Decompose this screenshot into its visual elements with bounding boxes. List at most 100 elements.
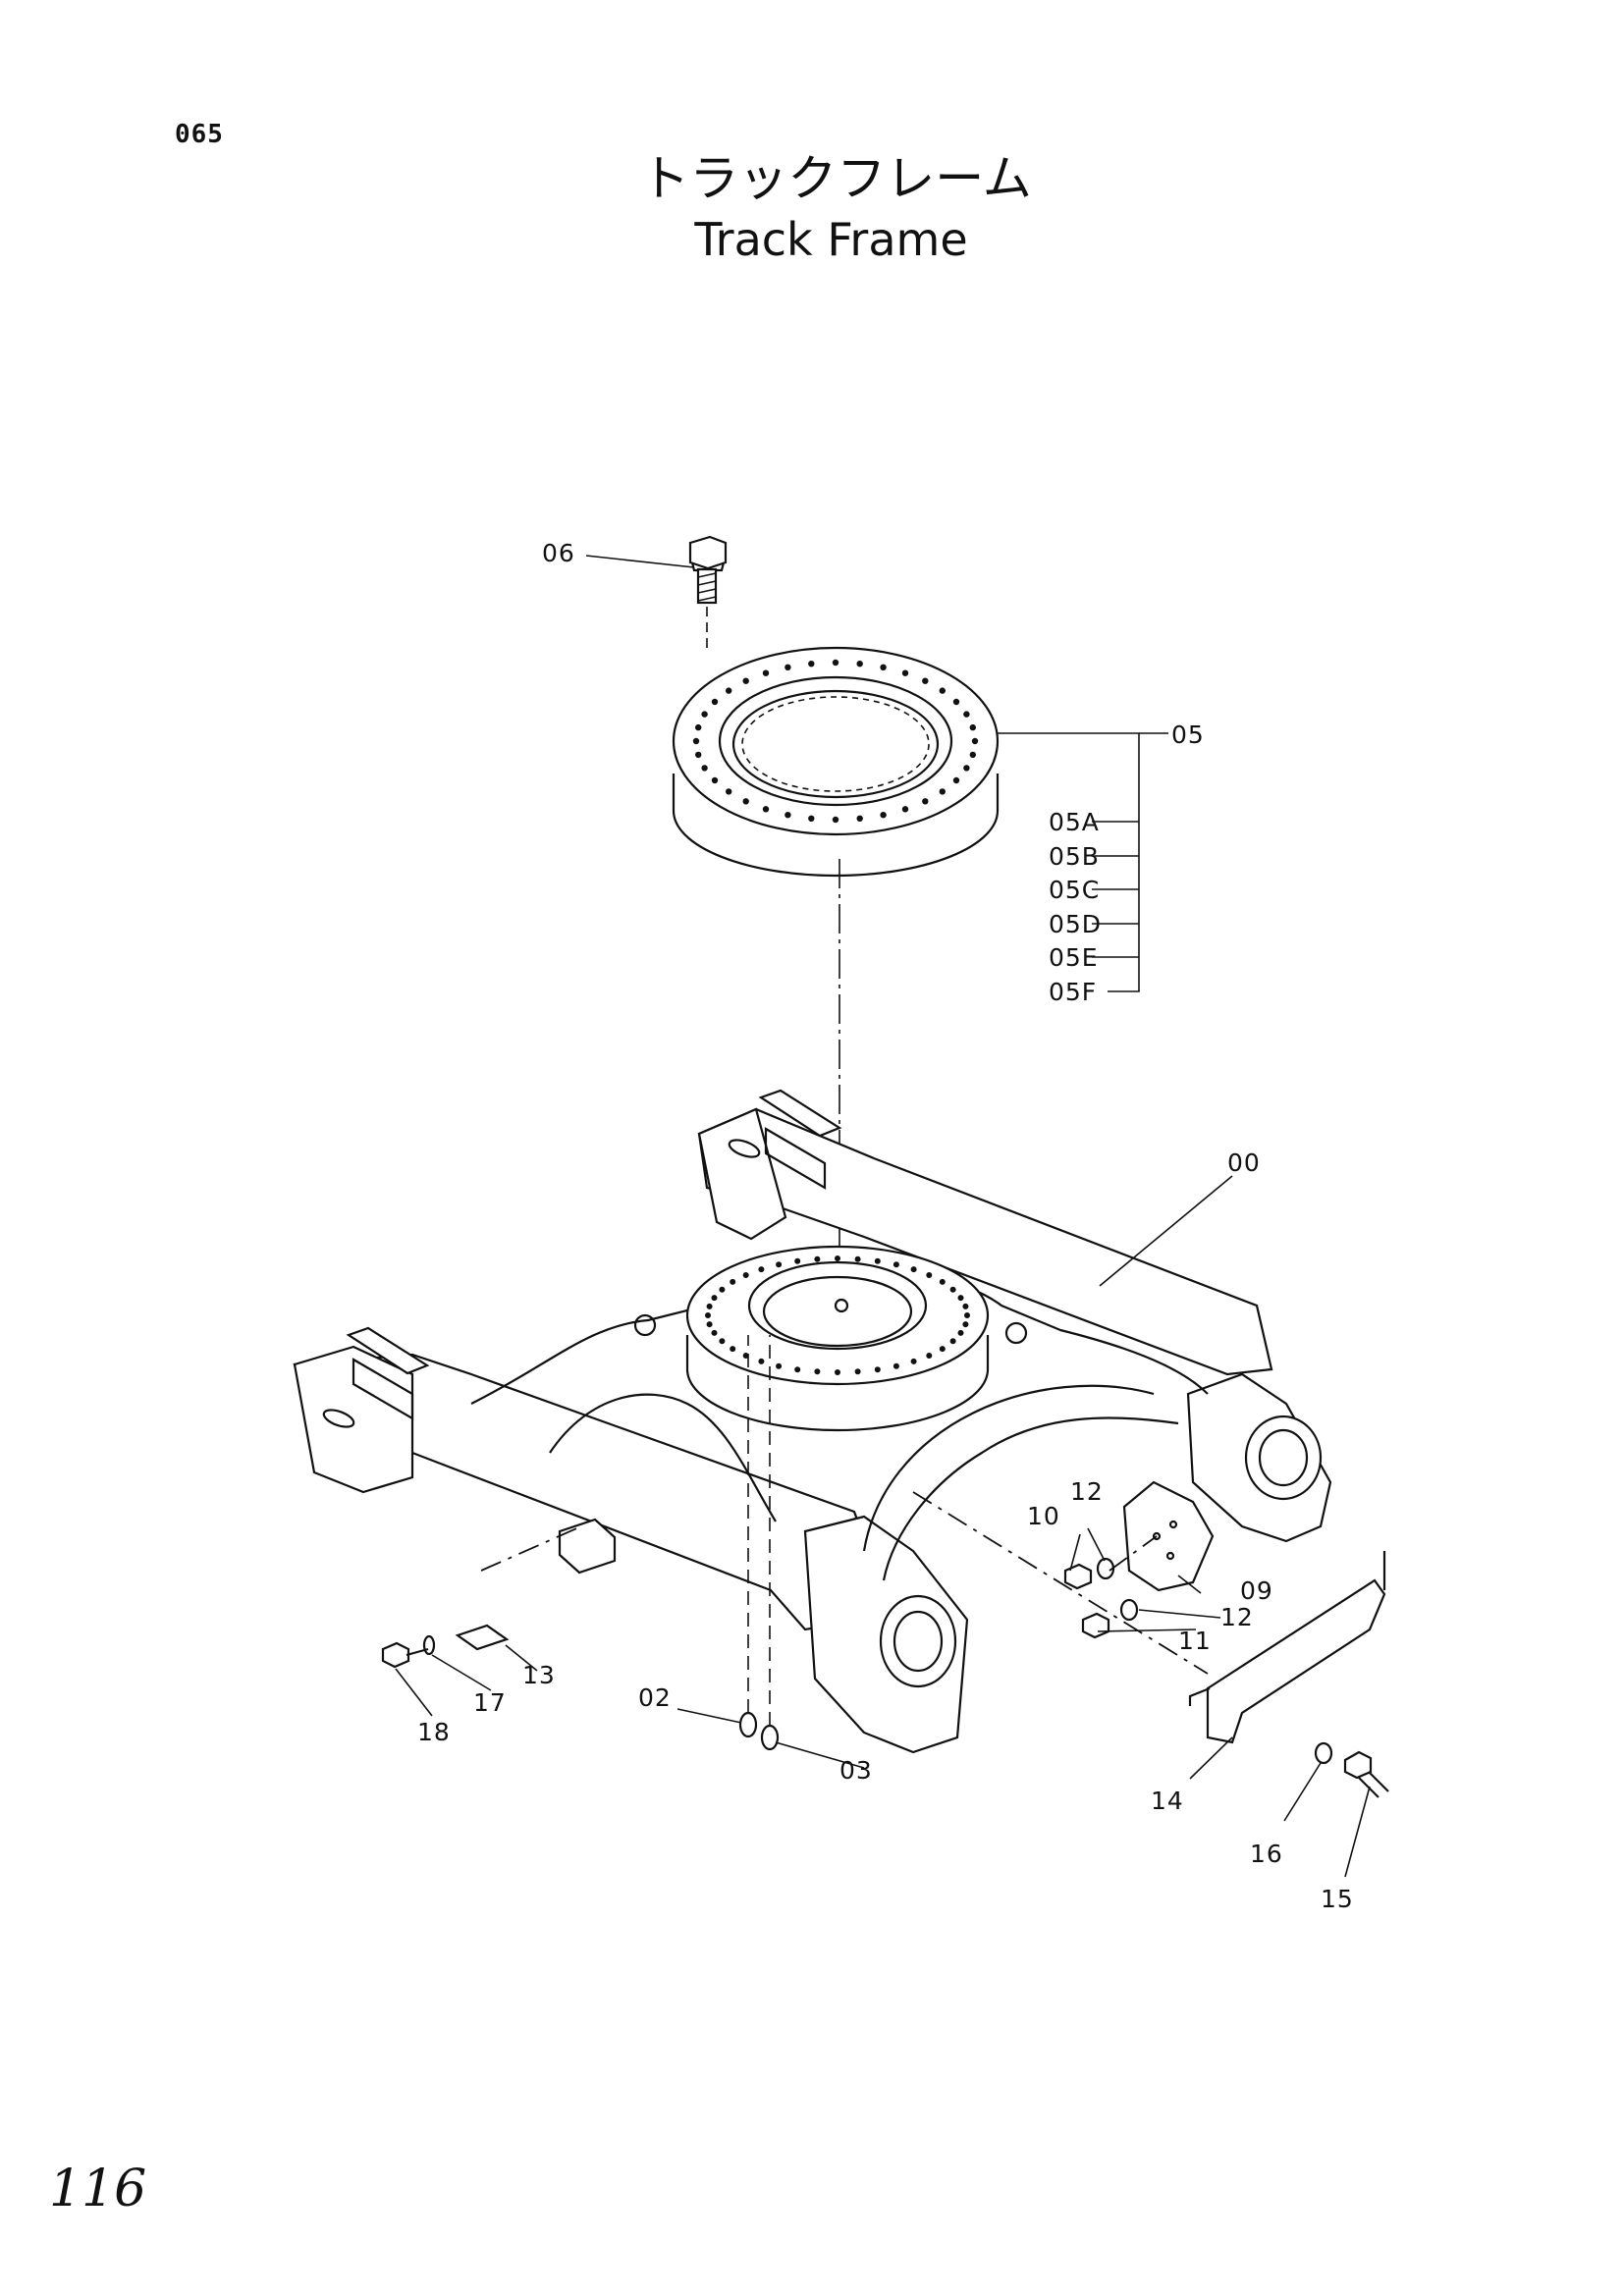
page-code: 065 [175, 120, 224, 149]
bolt-hole [711, 776, 719, 784]
bolt-hole [711, 1329, 718, 1336]
bolt-hole [969, 723, 976, 731]
callout-05F: 05F [1049, 978, 1097, 1006]
bolt-hole [742, 798, 749, 805]
bolt-hole [808, 661, 815, 667]
handwritten-page-number: 116 [49, 2160, 147, 2218]
callout-15: 15 [1321, 1885, 1354, 1913]
bolt-hole [701, 765, 708, 772]
bolt-hole [832, 659, 839, 667]
swing-bearing-05-drawing [672, 646, 1000, 878]
callout-12-upper: 12 [1070, 1477, 1104, 1506]
title-japanese: トラックフレーム [640, 150, 1032, 207]
bolt-hole [758, 1266, 765, 1273]
bolt-hole [856, 815, 863, 822]
bolt-hole [962, 1321, 969, 1328]
callout-11: 11 [1178, 1627, 1212, 1655]
bolt-hole [957, 1329, 964, 1336]
callout-05C: 05C [1049, 876, 1100, 904]
bolt-hole [726, 687, 732, 694]
callout-05E: 05E [1049, 943, 1099, 972]
bolt-hole [939, 788, 946, 795]
bolt-hole [784, 812, 791, 819]
callout-05A: 05A [1049, 808, 1100, 836]
callout-03: 03 [839, 1756, 873, 1785]
bolt-hole [794, 1257, 801, 1264]
title-block: トラックフレーム Track Frame [0, 147, 1623, 269]
bolt-hole [695, 723, 702, 731]
bolt-hole [880, 664, 887, 670]
bolt-hole [922, 677, 929, 684]
bolt-hole [705, 1312, 711, 1318]
bolt-hole [776, 1362, 783, 1369]
callout-12-lower: 12 [1220, 1603, 1254, 1631]
leader-lines [395, 555, 1371, 1878]
plugs-02-03-drawing [738, 1335, 780, 1751]
bolt-hole [730, 1346, 736, 1353]
bolt-hole [814, 1368, 821, 1375]
bolt-hole [726, 788, 732, 795]
bolt-hole [794, 1366, 801, 1373]
bolt-hole [701, 711, 708, 718]
bolt-hole [963, 711, 970, 718]
bolt-hole [939, 1278, 946, 1285]
bolt-hole [952, 776, 960, 784]
bolt-hole [901, 669, 909, 676]
bolt-hole [922, 798, 929, 805]
track-frame-00-drawing [293, 1089, 1332, 1754]
bolt-hole [901, 806, 909, 813]
bolt-hole [939, 1346, 946, 1353]
bolt-hole [963, 765, 970, 772]
callout-14: 14 [1151, 1787, 1184, 1815]
bolt-hole [719, 1286, 726, 1293]
bolt-hole [706, 1321, 713, 1328]
bolt-hole [926, 1353, 933, 1359]
callout-02: 02 [638, 1683, 672, 1712]
cover-09-drawing [1122, 1480, 1215, 1592]
bolt-hole [939, 687, 946, 694]
bolt-hole [854, 1255, 861, 1262]
bolt-hole [762, 806, 770, 813]
callout-17: 17 [473, 1688, 507, 1717]
bolt-hole [964, 1312, 970, 1318]
bolt-hole [742, 677, 749, 684]
bolt-hole [926, 1272, 933, 1278]
callout-05: 05 [1171, 721, 1205, 749]
bolt-hole [808, 815, 815, 822]
bolt-hole [880, 812, 887, 819]
bolt-hole [971, 737, 979, 745]
bolt-hole [835, 1369, 840, 1375]
bolt-hole [784, 664, 791, 670]
callout-06: 06 [542, 539, 575, 567]
bolt-hole [719, 1338, 726, 1345]
callout-00: 00 [1227, 1148, 1261, 1177]
bolt-hole [874, 1366, 881, 1373]
bolt-hole [711, 698, 719, 706]
bolt-hole [742, 1272, 749, 1278]
bolt-hole [814, 1255, 821, 1262]
callout-16: 16 [1250, 1840, 1283, 1868]
bolt-hole [957, 1295, 964, 1302]
callout-05B: 05B [1049, 842, 1100, 871]
bolt-hole [762, 669, 770, 676]
bolt-hole [910, 1266, 917, 1273]
bolt-hole [832, 816, 839, 824]
callout-10: 10 [1027, 1502, 1060, 1530]
bolt-hole [949, 1286, 956, 1293]
bolt-hole [969, 751, 976, 759]
bolt-hole [706, 1303, 713, 1309]
bolt-hole [758, 1358, 765, 1364]
bolt-hole [695, 751, 702, 759]
bolt-hole [952, 698, 960, 706]
bolt-hole [835, 1255, 840, 1261]
bolts-10-11-drawing [1063, 1557, 1139, 1639]
callout-13: 13 [522, 1661, 556, 1689]
bracket-14-drawing [1188, 1551, 1389, 1798]
bolt-hole [910, 1358, 917, 1364]
title-english: Track Frame [694, 213, 968, 266]
bolt-hole [893, 1362, 899, 1369]
parts-13-17-18-drawing [381, 1624, 510, 1669]
bolt-hole [949, 1338, 956, 1345]
callout-09: 09 [1240, 1576, 1273, 1605]
bolt-hole [776, 1261, 783, 1268]
